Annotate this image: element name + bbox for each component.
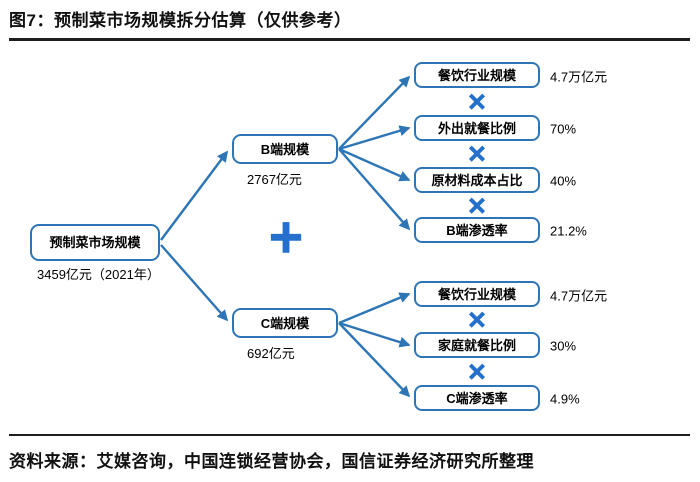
root-node-market-size: 预制菜市场规模 — [30, 224, 160, 261]
factor-b3-label: 原材料成本占比 — [431, 172, 523, 188]
factor-c3-label: C端渗透率 — [446, 390, 508, 406]
factor-node-c2: 家庭就餐比例 — [414, 332, 540, 358]
factor-c2-label: 家庭就餐比例 — [437, 337, 516, 353]
multiply-icon: × — [466, 138, 488, 168]
branch-c-value: 692亿元 — [247, 346, 295, 361]
root-node-value: 3459亿元（2021年） — [37, 267, 160, 282]
multiply-icon: × — [466, 356, 488, 386]
factor-b4-value: 21.2% — [550, 223, 587, 239]
factor-b1-label: 餐饮行业规模 — [437, 67, 516, 83]
factor-node-b1: 餐饮行业规模 — [414, 62, 540, 88]
factor-node-b2: 外出就餐比例 — [414, 115, 540, 141]
source-note: 资料来源：艾媒咨询，中国连锁经营协会，国信证券经济研究所整理 — [9, 452, 534, 471]
factor-b3-value: 40% — [550, 173, 577, 189]
factor-c2-value: 30% — [550, 338, 577, 354]
factor-b2-value: 70% — [550, 121, 577, 137]
branch-b-label: B端规模 — [260, 141, 310, 157]
factor-node-c3: C端渗透率 — [414, 385, 540, 411]
multiply-icon: × — [466, 86, 488, 116]
branch-node-b: B端规模 — [232, 134, 338, 164]
branch-c-label: C端规模 — [260, 315, 310, 331]
branch-node-c: C端规模 — [232, 308, 338, 338]
factor-node-b3: 原材料成本占比 — [414, 167, 540, 193]
factor-c3-value: 4.9% — [550, 391, 580, 407]
factor-node-c1: 餐饮行业规模 — [414, 281, 540, 307]
bottom-divider — [9, 434, 690, 436]
factor-b4-label: B端渗透率 — [446, 222, 508, 238]
multiply-icon: × — [466, 304, 488, 334]
factor-c1-label: 餐饮行业规模 — [437, 286, 516, 302]
factor-b2-label: 外出就餐比例 — [437, 120, 516, 136]
multiply-icon: × — [466, 190, 488, 220]
root-node-label: 预制菜市场规模 — [49, 235, 141, 250]
figure-title: 图7：预制菜市场规模拆分估算（仅供参考） — [9, 11, 352, 30]
factor-node-b4: B端渗透率 — [414, 217, 540, 243]
top-divider — [9, 38, 690, 41]
branch-b-value: 2767亿元 — [247, 172, 302, 187]
factor-b1-value: 4.7万亿元 — [550, 69, 608, 85]
factor-c1-value: 4.7万亿元 — [550, 288, 608, 304]
plus-icon: + — [266, 209, 306, 263]
